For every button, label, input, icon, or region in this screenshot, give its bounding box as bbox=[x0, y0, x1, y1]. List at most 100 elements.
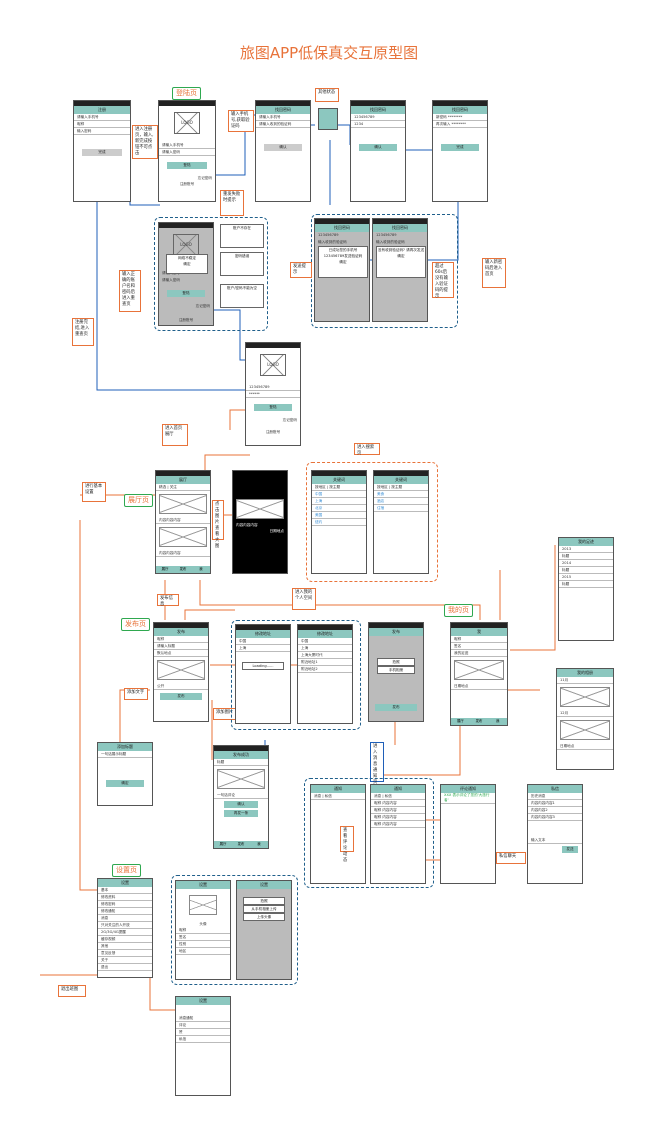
settings-follow-only[interactable]: 只对关注的人开放 bbox=[98, 922, 152, 929]
tabbar-hall[interactable]: 展厅 bbox=[456, 719, 464, 723]
find3-done-button[interactable]: 完成 bbox=[441, 144, 479, 151]
addr2-item-2[interactable]: 附近地址1 bbox=[298, 659, 352, 666]
tab-featured[interactable]: 精选 bbox=[159, 485, 167, 489]
set-avatar-sign[interactable]: 签名 bbox=[176, 934, 230, 941]
forgot-password-link[interactable]: 忘记密码 bbox=[197, 176, 212, 180]
find2-confirm-button[interactable]: 确认 bbox=[359, 144, 397, 151]
search2-item-1[interactable]: 美食 bbox=[374, 491, 428, 498]
publish-image[interactable] bbox=[157, 660, 205, 680]
register-phone-field[interactable]: 请输入手机号 bbox=[74, 114, 130, 121]
addr2-item-3[interactable]: 附近地址2 bbox=[298, 666, 352, 673]
addr2-item-1[interactable]: 上海大厦时代 bbox=[298, 652, 352, 659]
tab-follow[interactable]: 关注 bbox=[169, 485, 177, 489]
hall-image-1[interactable] bbox=[159, 494, 207, 514]
publish-place[interactable]: 默认地点 bbox=[154, 650, 208, 657]
mine-footprint-link[interactable]: 我的足迹 bbox=[451, 650, 507, 657]
addtext-confirm[interactable]: 确定 bbox=[106, 780, 144, 787]
login-button[interactable]: 登陆 bbox=[167, 162, 207, 169]
settings-logout[interactable]: 退出 bbox=[98, 964, 152, 971]
hall-image-2[interactable] bbox=[159, 527, 207, 547]
search2-item-3[interactable]: 住宿 bbox=[374, 505, 428, 512]
set-avatar-nick[interactable]: 昵称 bbox=[176, 927, 230, 934]
search2-tabs[interactable]: 按地区 | 按主题 bbox=[374, 484, 428, 491]
notify2-row-4[interactable]: 昵称 内容内容 bbox=[371, 821, 425, 828]
login-err-register-link[interactable]: 注册账号 bbox=[178, 318, 194, 322]
set-grey-upload[interactable]: 上传头像 bbox=[243, 913, 285, 921]
chat-send-button[interactable]: 发送 bbox=[562, 846, 578, 853]
notify2-row-3[interactable]: 昵称 内容内容 bbox=[371, 814, 425, 821]
search2-tab-theme[interactable]: 按主题 bbox=[391, 485, 403, 489]
find3-repwd-field[interactable]: 再次输入 ******** bbox=[433, 121, 487, 128]
footprint-item-2[interactable]: 标题 bbox=[559, 567, 613, 574]
network-error-ok[interactable]: 确定 bbox=[183, 262, 191, 266]
footprint-item-3[interactable]: 标题 bbox=[559, 581, 613, 588]
search1-group-china[interactable]: 中国 bbox=[312, 491, 366, 498]
register-done-button[interactable]: 完成 bbox=[82, 149, 122, 156]
tabbar-me[interactable]: 我 bbox=[257, 842, 261, 846]
search1-tab-region[interactable]: 按地区 bbox=[315, 485, 326, 489]
tabbar-me[interactable]: 我 bbox=[199, 567, 203, 571]
search1-city-2[interactable]: 北京 bbox=[312, 505, 366, 512]
login-home-phone[interactable]: 123456789 bbox=[246, 384, 300, 391]
settings-edit-pwd[interactable]: 修改密码 bbox=[98, 901, 152, 908]
notify2-tab-msg[interactable]: 消息 bbox=[374, 794, 382, 798]
tabbar-me[interactable]: 我 bbox=[495, 719, 500, 723]
search1-group-usa[interactable]: 美国 bbox=[312, 512, 366, 519]
addr2-province[interactable]: 上海 bbox=[298, 645, 352, 652]
notify2-tabs[interactable]: 消息 | 私信 bbox=[371, 793, 425, 800]
login-err-button[interactable]: 登陆 bbox=[167, 290, 205, 297]
addtext-input[interactable]: 一句话展示标题 bbox=[98, 751, 152, 758]
settings3-like[interactable]: 赞 bbox=[176, 1029, 230, 1036]
login-home-register[interactable]: 注册账号 bbox=[265, 430, 281, 434]
publish-tag[interactable]: 公开 bbox=[154, 683, 208, 690]
notify1-tab-msg[interactable]: 消息 bbox=[314, 794, 322, 798]
resend-ok[interactable]: 确定 bbox=[397, 254, 405, 258]
settings-edit-notify[interactable]: 修改通知 bbox=[98, 908, 152, 915]
publish-title-input[interactable]: 请输入标题 bbox=[154, 643, 208, 650]
mine-image-1[interactable] bbox=[454, 660, 504, 680]
send-success-ok[interactable]: 确定 bbox=[339, 260, 347, 264]
settings3-comment[interactable]: 评论 bbox=[176, 1022, 230, 1029]
big-image[interactable] bbox=[236, 499, 284, 519]
find1-phone-field[interactable]: 请输入手机号 bbox=[256, 114, 310, 121]
login-home-button[interactable]: 登陆 bbox=[254, 404, 292, 411]
tabbar-publish[interactable]: 发布 bbox=[179, 567, 187, 571]
publish-grey-button[interactable]: 发布 bbox=[375, 704, 417, 711]
footprint-item-1[interactable]: 标题 bbox=[559, 553, 613, 560]
register-nick-field[interactable]: 昵称 bbox=[74, 121, 130, 128]
settings3-pm[interactable]: 私信 bbox=[176, 1036, 230, 1043]
notify2-row-2[interactable]: 昵称 内容内容 bbox=[371, 807, 425, 814]
login-err-pwd-field[interactable]: 请输入密码 bbox=[159, 277, 213, 284]
find-pop2-code[interactable]: 输入收到的验证码 bbox=[373, 239, 427, 246]
tabbar-publish[interactable]: 发布 bbox=[475, 719, 483, 723]
search2-tab-region[interactable]: 按地区 bbox=[377, 485, 388, 489]
notify1-tabs[interactable]: 消息 | 私信 bbox=[311, 793, 365, 800]
photo-option-album[interactable]: 手机相册 bbox=[377, 666, 415, 674]
album-image-1[interactable] bbox=[560, 687, 610, 707]
set-grey-camera[interactable]: 拍照 bbox=[243, 897, 285, 905]
register-link[interactable]: 注册账号 bbox=[179, 182, 195, 186]
login-home-forgot[interactable]: 忘记密码 bbox=[282, 418, 297, 422]
settings-network[interactable]: 2G/3G/4G提醒 bbox=[98, 929, 152, 936]
search1-city-1[interactable]: 上海 bbox=[312, 498, 366, 505]
tabbar-hall[interactable]: 展厅 bbox=[161, 567, 169, 571]
search1-city-3[interactable]: 纽约 bbox=[312, 519, 366, 526]
find2-phone-field[interactable]: 123456789 bbox=[351, 114, 405, 121]
settings-edit-profile[interactable]: 修改资料 bbox=[98, 894, 152, 901]
addr1-country[interactable]: 中国 bbox=[236, 638, 290, 645]
find3-newpwd-field[interactable]: 新密码 ******** bbox=[433, 114, 487, 121]
login-home-pwd[interactable]: ****** bbox=[246, 391, 300, 398]
find1-confirm-button[interactable]: 确认 bbox=[264, 144, 302, 151]
register-pwd-field[interactable]: 输入密码 bbox=[74, 128, 130, 135]
addr1-province[interactable]: 上海 bbox=[236, 645, 290, 652]
hall-tabs[interactable]: 精选 | 关注 bbox=[156, 484, 210, 491]
photo-option-camera[interactable]: 拍照 bbox=[377, 658, 415, 666]
find1-code-field[interactable]: 请输入收到的验证码 bbox=[256, 121, 310, 128]
login-pwd-field[interactable]: 请输入密码 bbox=[159, 149, 215, 156]
tabbar-publish[interactable]: 发布 bbox=[237, 842, 245, 846]
notify2-tab-pm[interactable]: 私信 bbox=[384, 794, 392, 798]
set-grey-album[interactable]: 从手机相册上传 bbox=[243, 905, 285, 913]
find2-code-field[interactable]: 1234 bbox=[351, 121, 405, 128]
login-err-forgot-link[interactable]: 忘记密码 bbox=[195, 304, 210, 308]
search2-item-2[interactable]: 酒店 bbox=[374, 498, 428, 505]
